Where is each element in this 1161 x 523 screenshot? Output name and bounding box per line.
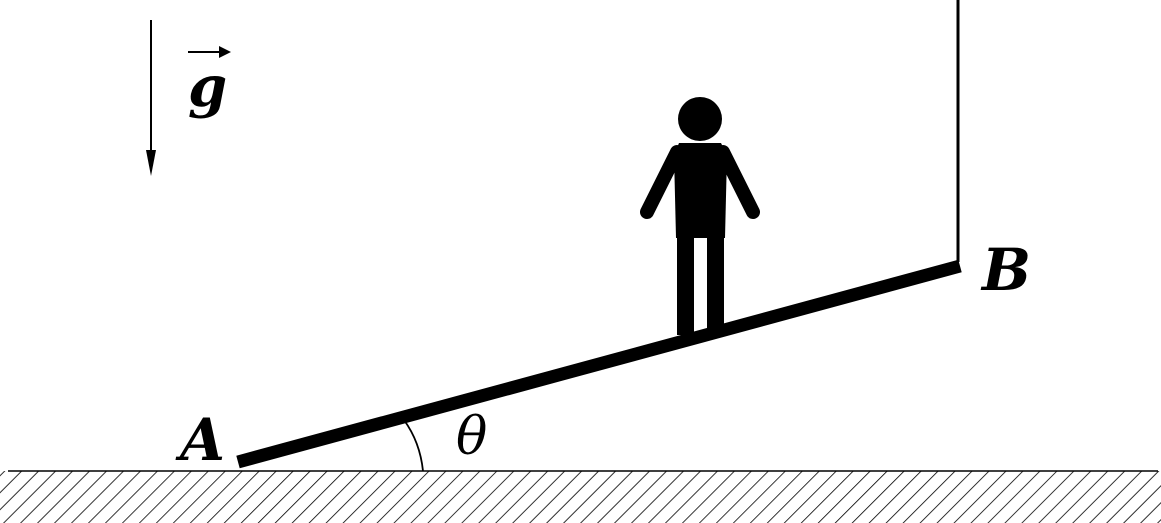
person-right-leg — [707, 232, 724, 328]
person-icon — [640, 97, 760, 335]
vector-arrowhead-over-g — [219, 46, 231, 58]
end-b-label: B — [980, 236, 1031, 304]
person-left-arm — [640, 145, 684, 219]
plank-ab — [236, 259, 962, 469]
person-torso — [674, 143, 727, 238]
gravity-label: g — [188, 54, 227, 120]
end-a-label: A — [175, 406, 225, 474]
person-right-arm — [716, 145, 760, 219]
angle-label: θ — [456, 407, 487, 467]
angle-arc — [403, 419, 424, 472]
gravity-vector: g — [146, 20, 231, 176]
ground — [0, 470, 1161, 523]
ground-hatching — [0, 471, 1161, 523]
person-head — [678, 97, 722, 141]
person-left-leg — [677, 232, 694, 335]
gravity-arrowhead — [146, 150, 156, 176]
